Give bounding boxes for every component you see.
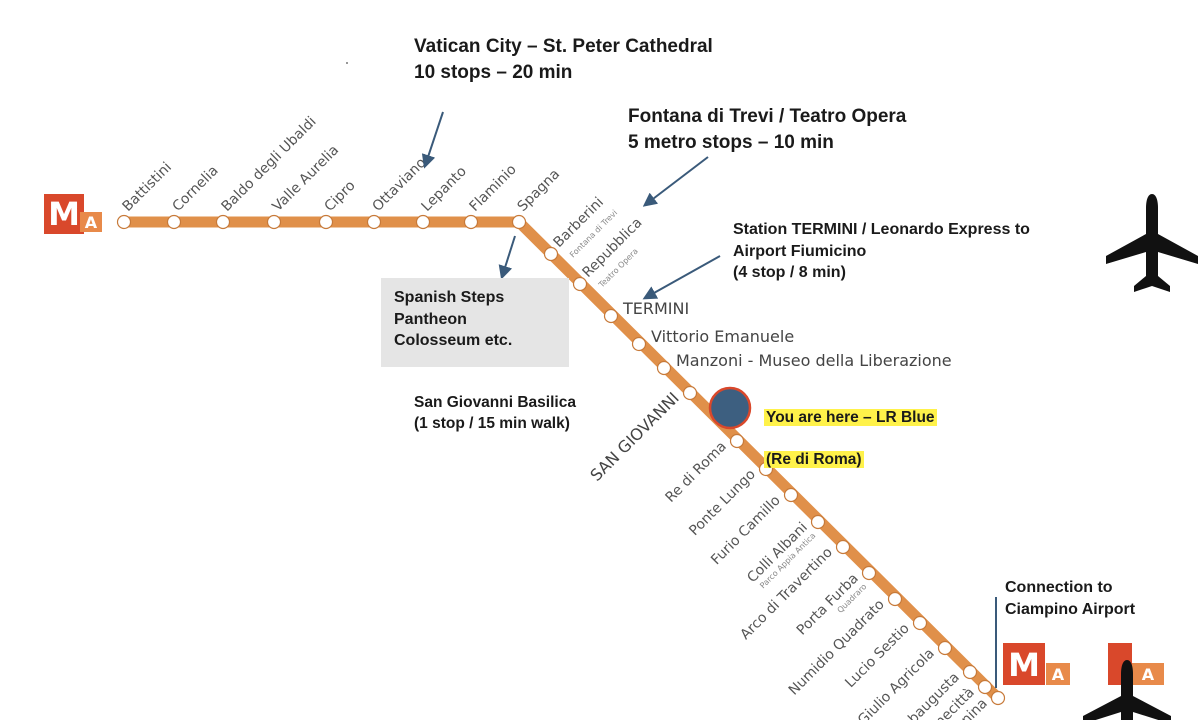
arrow-spanish-steps <box>498 235 516 280</box>
station-dot <box>990 690 1006 706</box>
station-dot <box>912 615 928 631</box>
you-are-here-line1: You are here – LR Blue <box>764 408 937 426</box>
station-dot <box>887 591 903 607</box>
station-label: Vittorio Emanuele <box>651 327 794 346</box>
station-dot <box>463 214 479 230</box>
station-dot <box>511 214 527 230</box>
station-dot <box>835 539 851 555</box>
arrow-termini <box>642 255 721 300</box>
you-are-here-line2: (Re di Roma) <box>764 450 864 468</box>
station-label: Flaminio <box>467 162 520 215</box>
note-termini: Station TERMINI / Leonardo Express to Ai… <box>733 221 1030 282</box>
note-steps-box <box>381 278 569 367</box>
station-dot <box>861 565 877 581</box>
station-dot <box>543 246 559 262</box>
station-dot <box>166 214 182 230</box>
station-dot <box>415 214 431 230</box>
location-marker-icon <box>708 386 752 430</box>
svg-text:A: A <box>1052 665 1065 684</box>
arrow-trevi <box>642 156 709 207</box>
metro-logo-icon: M A <box>44 194 102 234</box>
station-dot <box>116 214 132 230</box>
station-dot <box>318 214 334 230</box>
station-dot <box>631 336 647 352</box>
metro-logo-icon: A <box>1108 643 1164 685</box>
station-label: TERMINI <box>622 299 689 318</box>
station-dot <box>366 214 382 230</box>
note-spanish-steps: Spanish Steps Pantheon Colosseum etc. <box>394 289 513 350</box>
speck <box>346 62 348 64</box>
station-dots <box>116 214 1006 706</box>
station-label: Cornelia <box>170 163 222 215</box>
note-san-giovanni: San Giovanni Basilica (1 stop / 15 min w… <box>414 394 576 432</box>
station-label: Baldo degli Ubaldi <box>219 114 320 215</box>
station-label: Manzoni - Museo della Liberazione <box>676 351 952 370</box>
station-dot <box>266 214 282 230</box>
station-dot <box>977 679 993 695</box>
note-you-are-here: You are here – LR Blue (Re di Roma) <box>764 387 937 471</box>
station-dot <box>937 640 953 656</box>
station-dot <box>215 214 231 230</box>
station-dot <box>962 664 978 680</box>
note-vatican: Vatican City – St. Peter Cathedral 10 st… <box>414 36 713 83</box>
station-dot <box>572 276 588 292</box>
note-ciampino: Connection to Ciampino Airport <box>1005 579 1136 618</box>
station-dot <box>656 360 672 376</box>
metro-logo-icon: M A <box>1003 643 1070 685</box>
station-dot <box>783 487 799 503</box>
station-label: Numidio Quadrato <box>786 597 888 699</box>
station-dot <box>682 385 698 401</box>
svg-text:A: A <box>1142 665 1155 684</box>
svg-text:M: M <box>1008 646 1040 684</box>
station-label: Battistini <box>120 159 176 215</box>
station-dot <box>603 308 619 324</box>
airplane-icon <box>1106 194 1198 292</box>
station-label: Lepanto <box>419 164 470 215</box>
airplane-icon <box>1083 660 1171 720</box>
svg-text:A: A <box>85 213 98 232</box>
svg-text:M: M <box>48 195 80 233</box>
station-label: Spagna <box>515 166 564 215</box>
arrow-vatican <box>421 111 444 169</box>
station-label: SAN GIOVANNI <box>586 388 682 484</box>
station-dot <box>729 433 745 449</box>
note-trevi: Fontana di Trevi / Teatro Opera 5 metro … <box>628 106 907 153</box>
station-label: Cipro <box>322 178 359 215</box>
station-dot <box>810 514 826 530</box>
